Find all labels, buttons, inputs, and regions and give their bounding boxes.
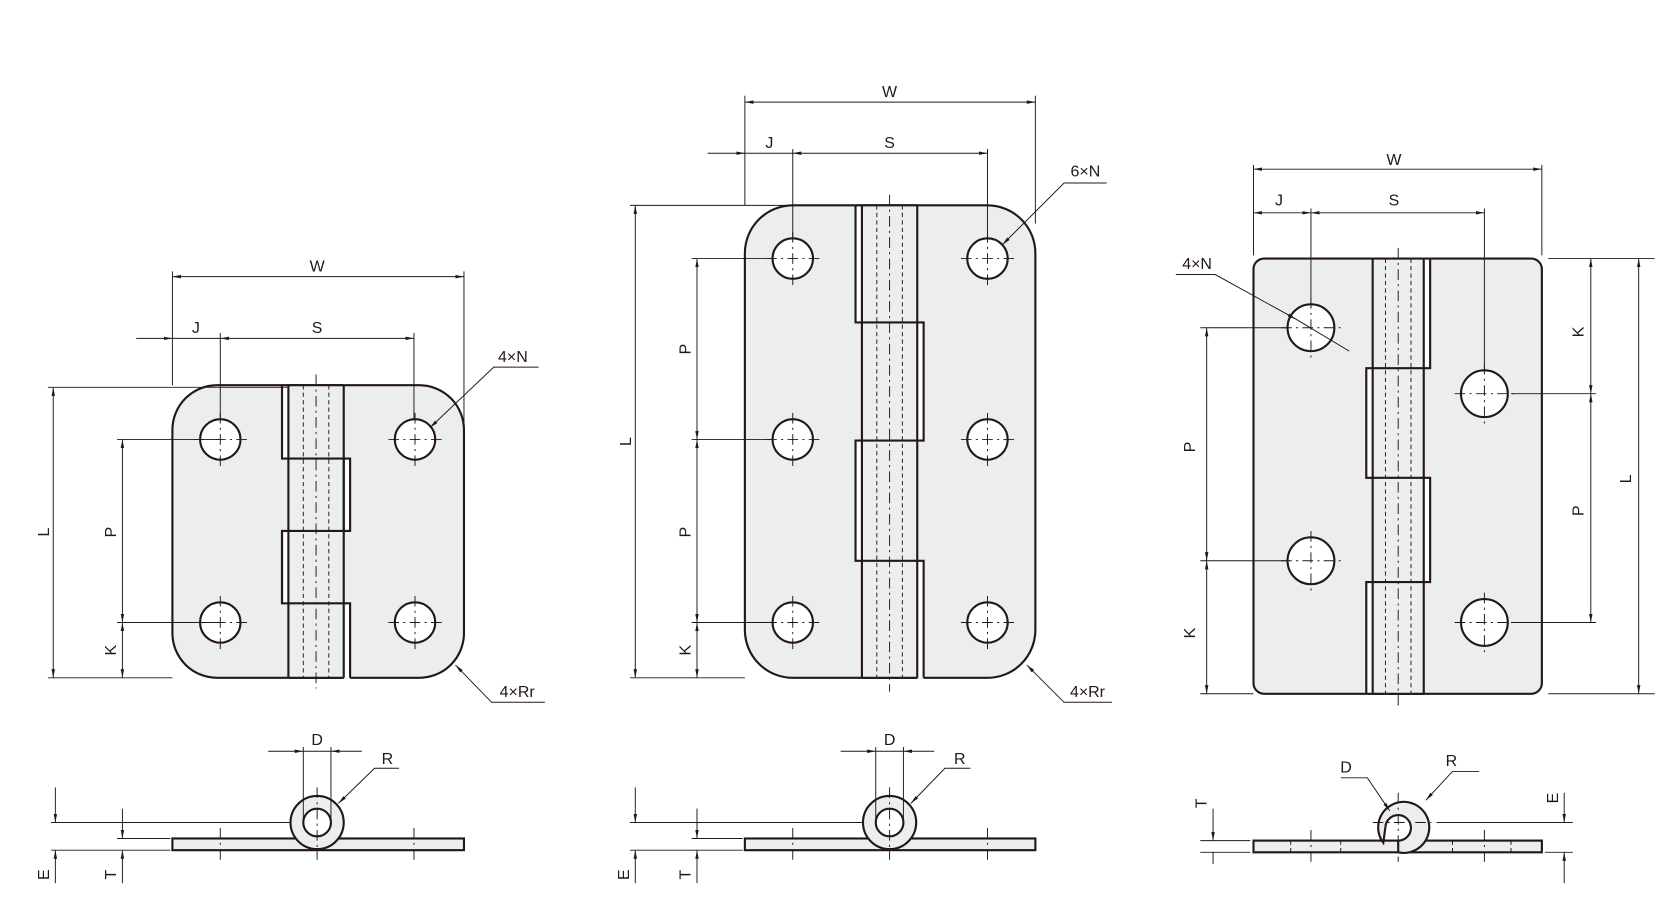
callout-holes: 6×N <box>1071 164 1101 181</box>
drawing-1-front-view: W J S L P K 4×N 4×Rr <box>36 258 545 703</box>
callout-holes: 4×N <box>498 349 528 366</box>
dim-L: L <box>36 527 53 536</box>
dim-R: R <box>954 751 966 768</box>
dim-D: D <box>1340 760 1352 777</box>
dim-L: L <box>618 437 635 446</box>
dim-P: P <box>103 527 120 538</box>
dim-W: W <box>882 84 897 101</box>
dim-S: S <box>884 135 895 152</box>
dim-E: E <box>36 869 53 880</box>
dim-P2: P <box>678 527 695 538</box>
dim-P1: P <box>678 344 695 355</box>
drawing-3-side-view: D R T E <box>1194 753 1573 884</box>
dim-K: K <box>103 644 120 655</box>
dim-K-right: K <box>1570 326 1587 337</box>
dim-R: R <box>1446 753 1458 770</box>
dim-S: S <box>1389 192 1400 209</box>
dim-S: S <box>312 320 323 337</box>
dim-J: J <box>765 135 773 152</box>
dim-T: T <box>678 870 695 880</box>
callout-holes: 4×N <box>1182 256 1212 273</box>
dim-T: T <box>103 870 120 880</box>
dim-J: J <box>1275 192 1283 209</box>
callout-radius: 4×Rr <box>1070 684 1106 701</box>
drawing-1-side-view: D R E T <box>36 732 466 884</box>
dim-E: E <box>616 869 633 880</box>
dim-L: L <box>1618 474 1635 483</box>
dim-T: T <box>1194 798 1211 808</box>
dim-W: W <box>310 258 325 275</box>
dim-W: W <box>1386 152 1401 169</box>
dim-P-right: P <box>1570 505 1587 516</box>
dim-D: D <box>884 732 896 749</box>
drawing-2-front-view: W J S L P P K 6×N 4×Rr <box>618 84 1112 703</box>
dim-K-left: K <box>1182 627 1199 638</box>
callout-radius: 4×Rr <box>500 684 536 701</box>
dim-R: R <box>382 751 394 768</box>
dim-K: K <box>678 644 695 655</box>
dim-E: E <box>1545 793 1562 804</box>
dim-D: D <box>311 732 323 749</box>
drawing-3-front-view: W J S P K K P L 4×N <box>1175 152 1655 708</box>
dim-J: J <box>192 320 200 337</box>
dim-P-left: P <box>1182 442 1199 453</box>
drawing-2-side-view: D R E T <box>616 732 1037 884</box>
